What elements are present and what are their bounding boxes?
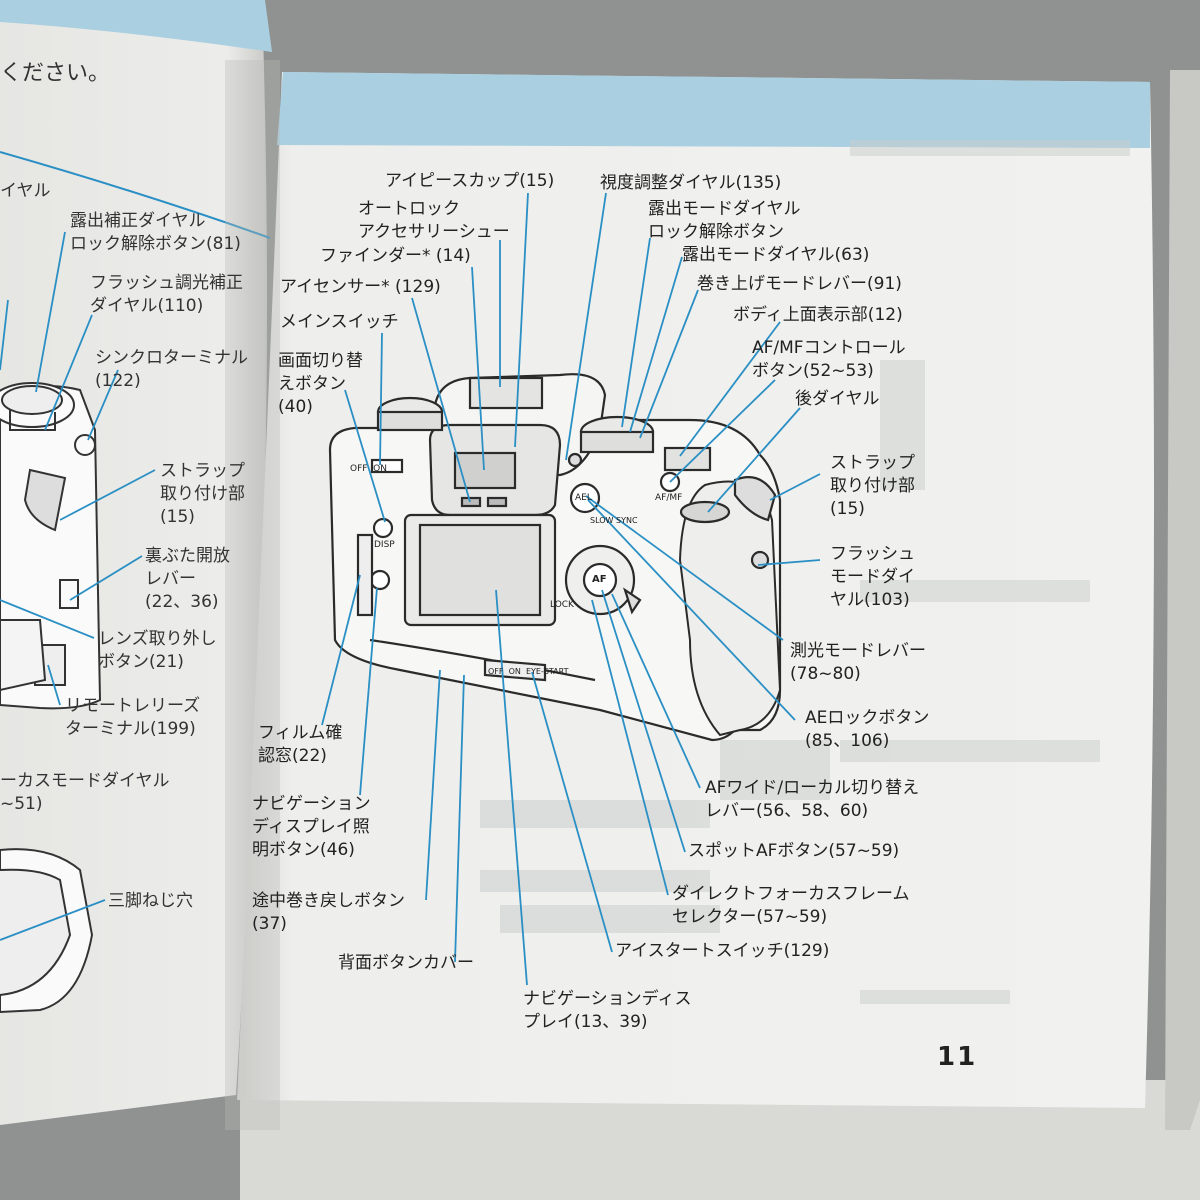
left-label-dial-suffix: イヤル	[0, 180, 51, 203]
left-label-lens-release: レンズ取り外し ボタン(21)	[98, 628, 217, 674]
mark-afmf: AF/MF	[655, 493, 682, 503]
mark-eye-start: OFF ON EYE-START	[488, 667, 569, 677]
label-rear-dial: 後ダイヤル	[795, 388, 880, 411]
label-nav-display: ナビゲーションディス プレイ(13、39)	[523, 988, 691, 1034]
left-top-fragment: ください。	[0, 62, 110, 85]
left-label-tripod-socket: 三脚ねじ穴	[108, 890, 193, 913]
label-diopter-dial: 視度調整ダイヤル(135)	[600, 172, 781, 195]
label-nav-illum: ナビゲーション ディスプレイ照 明ボタン(46)	[252, 793, 371, 862]
left-label-sync-terminal: シンクロターミナル (122)	[95, 347, 248, 393]
label-exposure-mode-lock: 露出モードダイヤル ロック解除ボタン	[648, 198, 801, 244]
mark-lock: LOCK	[550, 600, 574, 610]
exposure-mode-dial-side	[581, 432, 653, 452]
label-spot-af: スポットAFボタン(57~59)	[688, 840, 899, 863]
mark-af: AF	[592, 575, 607, 585]
label-metering-lever: 測光モードレバー (78~80)	[790, 640, 926, 686]
label-midroll-rewind: 途中巻き戻しボタン (37)	[252, 890, 405, 936]
label-eye-start: アイスタートスイッチ(129)	[615, 940, 829, 963]
label-back-cover-btn: 背面ボタンカバー	[338, 952, 474, 975]
film-window-shape	[358, 535, 372, 615]
left-label-strap-lug: ストラップ 取り付け部 (15)	[160, 460, 245, 529]
disp-button-shape	[374, 519, 392, 537]
mark-ael: AEL	[575, 493, 592, 503]
exposure-comp-dial-side	[378, 412, 442, 430]
left-label-exposure-comp-lock: 露出補正ダイヤル ロック解除ボタン(81)	[70, 210, 241, 256]
label-display-switch: 画面切り替 えボタン (40)	[278, 350, 363, 419]
rear-dial-wheel	[681, 502, 729, 522]
label-flash-mode-dial: フラッシュ モードダイ ヤル(103)	[830, 543, 915, 612]
label-af-mf-button: AF/MFコントロール ボタン(52~53)	[752, 337, 906, 383]
left-label-focus-mode-dial: ーカスモードダイヤル ~51)	[0, 770, 170, 816]
label-eyepiece-cup: アイピースカップ(15)	[385, 170, 554, 193]
label-main-switch: メインスイッチ	[280, 311, 399, 334]
label-film-window: フィルム確 認窓(22)	[258, 722, 342, 768]
page-stack-edge	[1165, 70, 1200, 1130]
diopter-dial-shape	[569, 454, 581, 466]
label-focus-frame-selector: ダイレクトフォーカスフレーム セレクター(57~59)	[672, 883, 910, 929]
left-label-remote-terminal: リモートレリーズ ターミナル(199)	[65, 695, 200, 741]
label-exposure-mode-dial: 露出モードダイヤル(63)	[682, 244, 869, 267]
label-viewfinder: ファインダー* (14)	[320, 245, 471, 268]
illum-button-shape	[371, 571, 389, 589]
label-auto-lock-shoe: オートロック アクセサリーシュー	[358, 198, 510, 244]
eye-sensor-1	[462, 498, 480, 506]
top-display-panel	[665, 448, 710, 470]
mark-disp: DISP	[374, 540, 395, 550]
label-top-display: ボディ上面表示部(12)	[733, 304, 903, 327]
label-ae-lock: AEロックボタン (85、106)	[805, 707, 929, 753]
label-af-wide-local: AFワイド/ローカル切り替え レバー(56、58、60)	[705, 777, 919, 823]
mark-off-on: OFF ON	[350, 464, 387, 474]
label-strap-lug-right: ストラップ 取り付け部 (15)	[830, 452, 915, 521]
nav-display-inner	[420, 525, 540, 615]
eye-sensor-2	[488, 498, 506, 506]
page-number: 11	[937, 1042, 977, 1072]
right-page-band	[277, 72, 1150, 148]
left-label-flash-comp-dial: フラッシュ調光補正 ダイヤル(110)	[90, 272, 243, 318]
label-eye-sensor: アイセンサー* (129)	[280, 276, 441, 299]
label-drive-mode-lever: 巻き上げモードレバー(91)	[697, 273, 902, 296]
mark-slow-sync: SLOW SYNC	[590, 516, 638, 526]
left-label-back-cover-lever: 裏ぶた開放 レバー (22、36)	[145, 545, 230, 614]
